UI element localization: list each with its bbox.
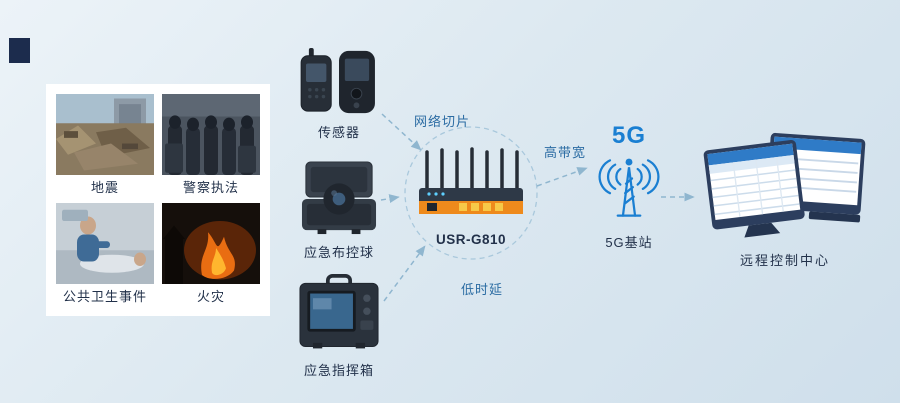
sensor-label: 传感器 — [317, 125, 360, 140]
sensor-icon — [300, 48, 375, 114]
base-station-icon — [598, 158, 660, 217]
corner-accent — [9, 38, 30, 63]
public-health-label: 公共卫生事件 — [62, 288, 147, 304]
scenario-public-health: 公共卫生事件 — [56, 203, 154, 306]
public-health-photo — [56, 203, 154, 284]
control-center-label: 远程控制中心 — [739, 253, 830, 268]
annotation-high-bandwidth: 高带宽 — [544, 145, 587, 160]
base-station: 5G 5G基站 — [589, 124, 669, 251]
annotation-network-slicing: 网络切片 — [414, 114, 471, 129]
earthquake-photo — [56, 94, 154, 175]
earthquake-label: 地震 — [90, 179, 119, 195]
sensor-device: 传感器 — [296, 48, 382, 141]
scenario-police: 警察执法 — [162, 94, 260, 197]
router-device: USR-G810 — [409, 146, 533, 247]
scenario-card: 地震 — [46, 84, 270, 316]
scenario-earthquake: 地震 — [56, 94, 154, 197]
deployment-ball-label: 应急布控球 — [303, 245, 374, 260]
fire-photo — [162, 203, 260, 284]
router-icon — [419, 147, 523, 214]
router-model-label: USR-G810 — [435, 232, 507, 247]
arrow-ball-to-router — [380, 194, 400, 204]
control-center-icon — [703, 132, 866, 238]
control-center: 远程控制中心 — [695, 130, 875, 269]
arrow-router-to-station — [536, 167, 588, 187]
router-dashed-circle — [404, 126, 538, 260]
annotation-low-latency: 低时延 — [461, 282, 504, 297]
police-label: 警察执法 — [182, 179, 239, 195]
police-photo — [162, 94, 260, 175]
fiveg-badge: 5G — [611, 122, 646, 149]
base-station-label: 5G基站 — [605, 235, 653, 250]
command-box-label: 应急指挥箱 — [303, 363, 374, 378]
deployment-ball-icon — [301, 161, 377, 235]
arrow-box-to-router — [383, 245, 426, 302]
deployment-ball-device: 应急布控球 — [294, 160, 384, 261]
command-box-device: 应急指挥箱 — [292, 274, 386, 379]
command-box-icon — [299, 274, 379, 349]
fire-label: 火灾 — [196, 288, 225, 304]
scenario-fire: 火灾 — [162, 203, 260, 306]
